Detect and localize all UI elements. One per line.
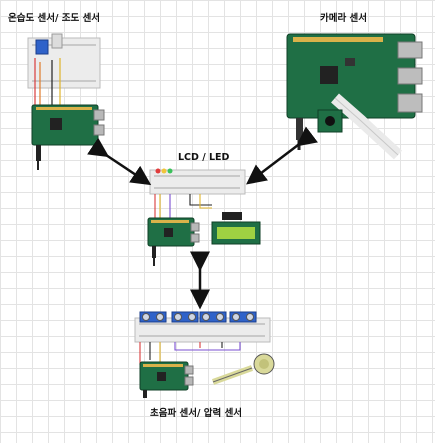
camera-ribbon-cable xyxy=(331,93,403,160)
ultrasonic-sensor-icons xyxy=(139,311,257,323)
wires-top-left xyxy=(34,58,61,112)
raspberry-pi-top-left xyxy=(31,104,105,146)
usb-cable-bottom xyxy=(143,390,147,398)
wires-bottom xyxy=(139,342,241,365)
label-ultrasonic-pressure-sensor: 초음파 센서/ 압력 센서 xyxy=(150,408,243,419)
arrow-top-right-to-center xyxy=(246,126,319,185)
label-camera-sensor: 카메라 센서 xyxy=(320,13,368,24)
usb-cable-center xyxy=(152,246,156,266)
arrow-top-left-to-center xyxy=(87,137,152,186)
label-lcd-led: LCD / LED xyxy=(178,152,230,163)
label-temp-humidity-light-sensor: 온습도 센서/ 조도 센서 xyxy=(8,13,101,24)
lcd-display-icon xyxy=(211,212,261,245)
temp-humidity-sensor-icon xyxy=(35,39,49,55)
raspberry-pi-bottom xyxy=(139,361,194,391)
raspberry-pi-center xyxy=(147,217,200,247)
led-icons xyxy=(155,168,173,174)
pressure-sensor-icon xyxy=(211,353,275,385)
raspberry-pi-top-right xyxy=(286,33,423,119)
usb-cable-top-left xyxy=(36,145,41,170)
breadboard-center xyxy=(149,169,246,195)
light-sensor-icon xyxy=(51,33,63,49)
wires-center xyxy=(154,194,212,222)
camera-module-icon xyxy=(317,109,343,133)
